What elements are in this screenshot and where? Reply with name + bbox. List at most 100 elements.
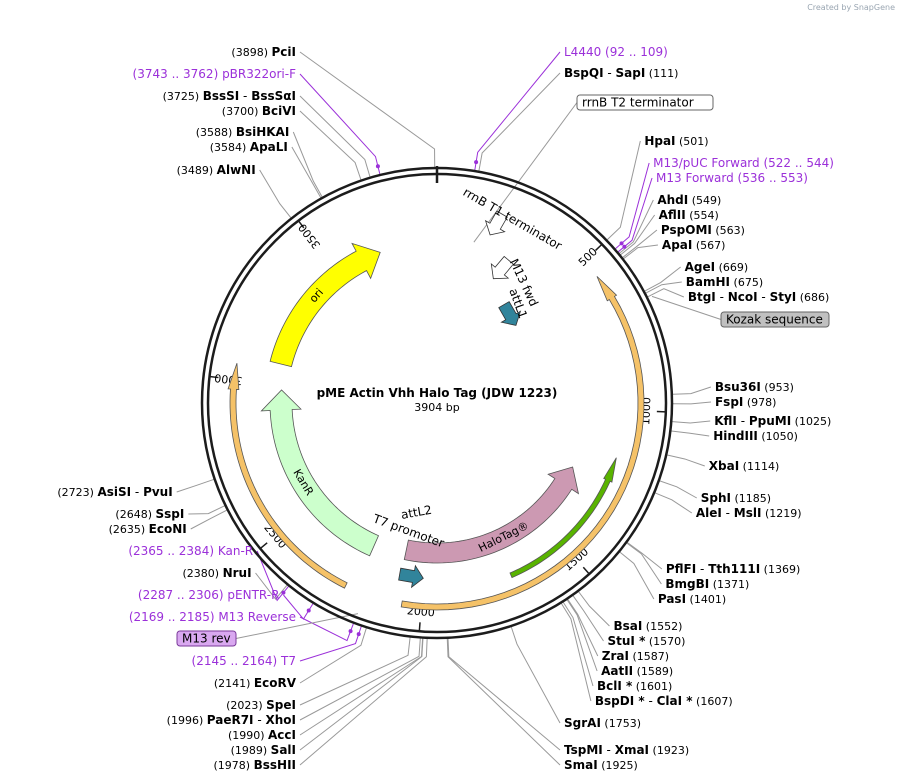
enzyme-name: HindIII (713, 429, 758, 443)
enzyme-site-label: XbaI (1114) (709, 459, 779, 473)
leader-line (299, 95, 371, 177)
leader-line (255, 572, 288, 600)
primer-range: (536 .. 553) (734, 171, 808, 185)
enzyme-site-label: (3898) PciI (231, 45, 296, 59)
enzyme-site-label: (2141) EcoRV (214, 676, 297, 690)
site-position: (1607) (693, 695, 733, 708)
enzyme-name: SapI (616, 66, 646, 80)
leader-line (447, 638, 561, 751)
enzyme-name: MslI (734, 506, 762, 520)
site-position: (1589) (633, 665, 673, 678)
enzyme-name: ClaI * (657, 694, 694, 708)
separator: - (716, 290, 728, 304)
site-position: (567) (692, 239, 725, 252)
separator: - (603, 743, 615, 757)
enzyme-site-label: StuI * (1570) (608, 634, 686, 648)
primer-range: (2365 .. 2384) (128, 544, 218, 558)
enzyme-name: AgeI (685, 260, 715, 274)
site-position: (2380) (183, 567, 223, 580)
enzyme-name: BssSαI (251, 89, 296, 103)
separator: - (758, 290, 770, 304)
enzyme-name: XbaI (709, 459, 739, 473)
leader-line (617, 177, 653, 253)
enzyme-site-label: Bsu36I (953) (715, 380, 794, 394)
enzyme-name: AsiSI (97, 485, 131, 499)
tick-mark (297, 220, 305, 229)
leader-line (292, 131, 323, 198)
enzyme-name: PaeR7I (207, 713, 254, 727)
enzyme-site-label: SphI (1185) (701, 491, 771, 505)
separator: - (645, 694, 657, 708)
enzyme-site-label: ApaI (567) (662, 238, 726, 252)
primer-name: M13 Forward (656, 171, 734, 185)
leader-line (299, 51, 436, 168)
enzyme-site-label: SmaI (1925) (564, 758, 638, 772)
kan-orange-feature (227, 363, 348, 589)
leader-line (478, 72, 561, 171)
primer-marker (474, 160, 479, 165)
leader-line (567, 599, 599, 657)
site-position: (1587) (629, 650, 669, 663)
enzyme-site-label: BamHI (675) (686, 275, 763, 289)
enzyme-site-label: ZraI (1587) (602, 649, 669, 663)
tick-mark (582, 566, 590, 575)
leader-line (446, 638, 561, 766)
tick-label: 3500 (296, 221, 323, 251)
site-position: (3588) (196, 126, 236, 139)
attl1-glyph (498, 301, 522, 326)
site-position: (1025) (791, 415, 831, 428)
enzyme-site-label: (3725) BssSI - BssSαI (163, 89, 296, 103)
enzyme-name: AccI (268, 728, 296, 742)
enzyme-name: BmgBI (665, 577, 709, 591)
leader-line (572, 595, 604, 642)
kanr-feature (260, 389, 380, 557)
enzyme-name: PflFI (666, 562, 696, 576)
primer-name: T7 (280, 654, 296, 668)
enzyme-name: SalI (271, 743, 296, 757)
enzyme-name: ApaI (662, 238, 692, 252)
leader-line (672, 386, 711, 395)
enzyme-name: FspI (715, 395, 743, 409)
attl2-glyph (398, 564, 424, 589)
enzyme-site-label: (1989) SalI (231, 743, 296, 757)
enzyme-name: NruI (223, 566, 252, 580)
site-position: (669) (715, 261, 748, 274)
enzyme-name: XhoI (265, 713, 296, 727)
primer-name: M13/pUC Forward (653, 156, 760, 170)
leader-line (645, 281, 682, 294)
enzyme-site-label: BsaI (1552) (613, 619, 682, 633)
site-position: (563) (712, 224, 745, 237)
enzyme-name: PspOMI (661, 223, 712, 237)
site-position: (686) (796, 291, 829, 304)
leader-line (672, 401, 712, 405)
separator: - (131, 485, 143, 499)
leader-line (619, 551, 655, 600)
enzyme-name: EcoRV (254, 676, 297, 690)
enzyme-site-label: PflFI - Tth111I (1369) (666, 562, 800, 576)
enzyme-name: BciVI (262, 104, 296, 118)
enzyme-name: AatII (601, 664, 633, 678)
site-position: (1996) (167, 714, 207, 727)
enzyme-site-label: BtgI - NcoI - StyI (686) (688, 290, 830, 304)
enzyme-site-label: AatII (1589) (601, 664, 673, 678)
enzyme-site-label: HindIII (1050) (713, 429, 798, 443)
callout-label: Kozak sequence (726, 313, 823, 327)
enzyme-name: PvuI (143, 485, 173, 499)
enzyme-name: BsaI (613, 619, 642, 633)
site-position: (501) (676, 135, 709, 148)
primer-range: (2169 .. 2185) (129, 610, 219, 624)
callout-line (473, 102, 578, 243)
tick-mark (209, 375, 219, 379)
enzyme-name: ZraI (602, 649, 629, 663)
enzyme-site-label: (3700) BciVI (222, 104, 296, 118)
primer-label: M13 Forward (536 .. 553) (656, 171, 808, 185)
primer-marker (348, 629, 353, 634)
enzyme-site-label: BmgBI (1371) (665, 577, 749, 591)
site-position: (1369) (760, 563, 800, 576)
enzyme-site-label: BspQI - SapI (111) (564, 66, 678, 80)
tick-mark (418, 622, 421, 632)
leader-line (672, 420, 711, 424)
enzyme-site-label: AflII (554) (659, 208, 719, 222)
orange-cds-feature (400, 276, 645, 611)
primer-label: (3743 .. 3762) pBR322ori-F (133, 67, 297, 81)
